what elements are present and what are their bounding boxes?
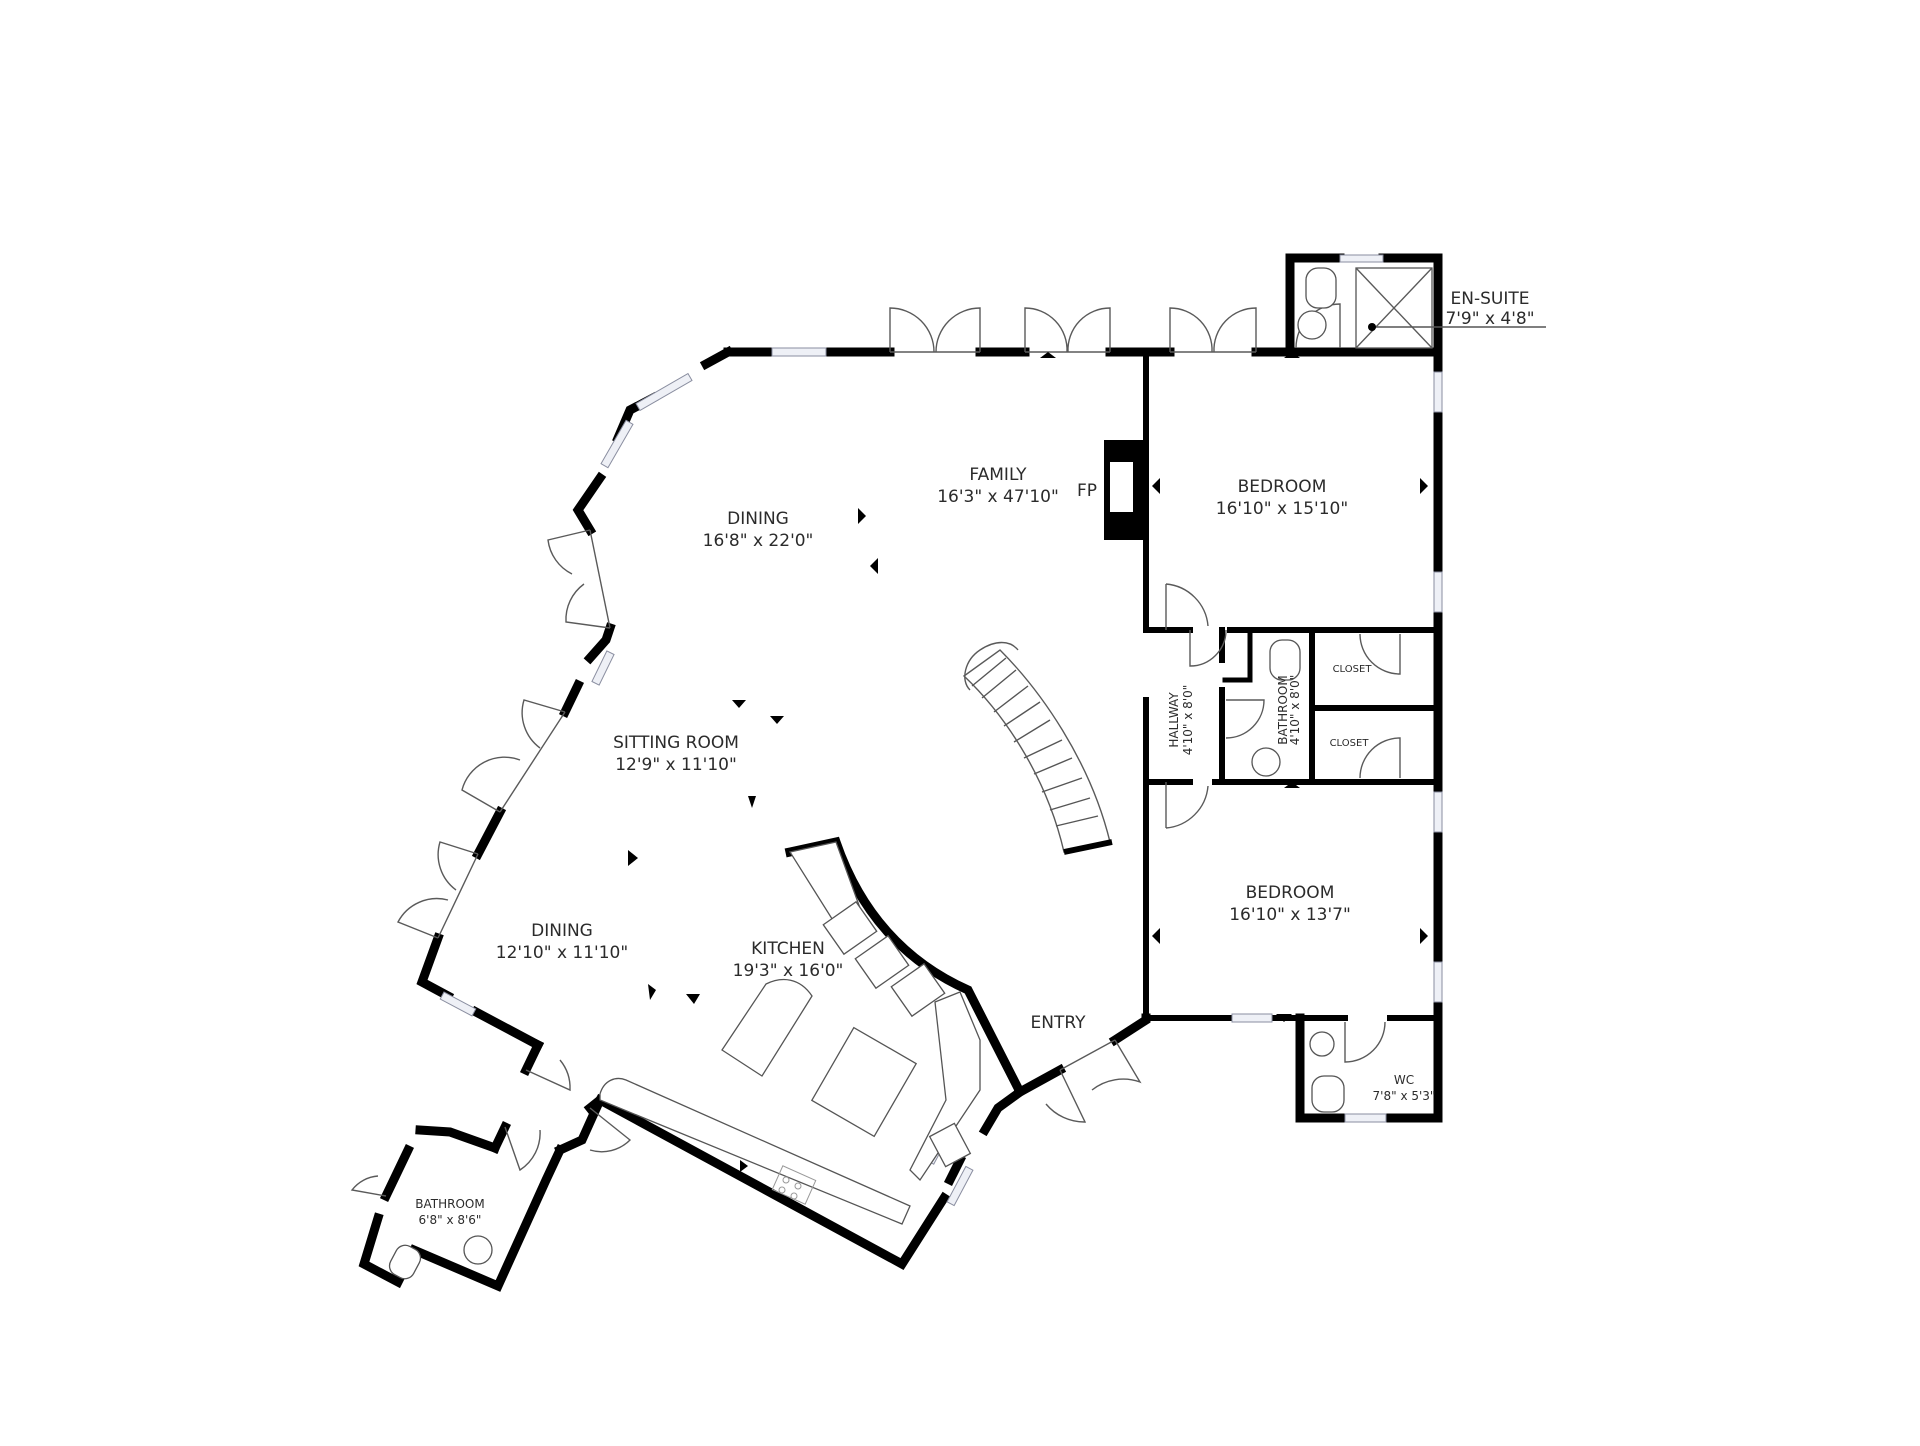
room-name-bathroom-center: BATHROOM xyxy=(1276,675,1290,744)
room-name-dining-lower: DINING xyxy=(531,921,593,941)
room-name-hallway: HALLWAY xyxy=(1167,692,1181,748)
room-name-en-suite: EN-SUITE xyxy=(1451,289,1530,309)
room-name-family: FAMILY xyxy=(969,465,1027,485)
room-name-dining-upper: DINING xyxy=(727,509,789,529)
doors xyxy=(350,303,1401,1197)
room-dims-hallway: 4'10" x 8'0" xyxy=(1181,685,1195,756)
room-dims-kitchen: 19'3" x 16'0" xyxy=(733,961,844,981)
room-dims-sitting-room: 12'9" x 11'10" xyxy=(615,755,737,775)
room-name-bedroom-lower: BEDROOM xyxy=(1246,883,1335,903)
room-name-bedroom-upper: BEDROOM xyxy=(1238,477,1327,497)
room-dims-wc: 7'8" x 5'3" xyxy=(1373,1089,1436,1103)
room-dims-family: 16'3" x 47'10" xyxy=(937,487,1059,507)
room-name-entry: ENTRY xyxy=(1031,1013,1087,1033)
room-name-kitchen: KITCHEN xyxy=(751,939,825,959)
closet-label-upper: CLOSET xyxy=(1333,664,1373,675)
room-name-bathroom-left: BATHROOM xyxy=(415,1197,484,1211)
room-dims-dining-upper: 16'8" x 22'0" xyxy=(703,531,814,551)
room-name-sitting-room: SITTING ROOM xyxy=(613,733,739,753)
walls xyxy=(358,253,1443,1292)
room-dims-bathroom-left: 6'8" x 8'6" xyxy=(419,1213,482,1227)
room-dims-bedroom-upper: 16'10" x 15'10" xyxy=(1216,499,1348,519)
bath-fixtures xyxy=(388,267,1546,1280)
room-dims-en-suite: 7'9" x 4'8" xyxy=(1445,309,1534,329)
kitchen-fixtures xyxy=(599,841,981,1225)
room-labels: FAMILY 16'3" x 47'10" DINING 16'8" x 22'… xyxy=(415,289,1534,1227)
camera-markers xyxy=(628,352,1428,1172)
room-dims-bathroom-center: 4'10" x 8'0" xyxy=(1288,675,1302,746)
staircase xyxy=(962,641,1113,855)
closet-label-lower: CLOSET xyxy=(1330,738,1370,749)
fireplace-label: FP xyxy=(1077,481,1097,501)
room-name-wc: WC xyxy=(1394,1073,1414,1087)
room-dims-bedroom-lower: 16'10" x 13'7" xyxy=(1229,905,1351,925)
room-dims-dining-lower: 12'10" x 11'10" xyxy=(496,943,628,963)
